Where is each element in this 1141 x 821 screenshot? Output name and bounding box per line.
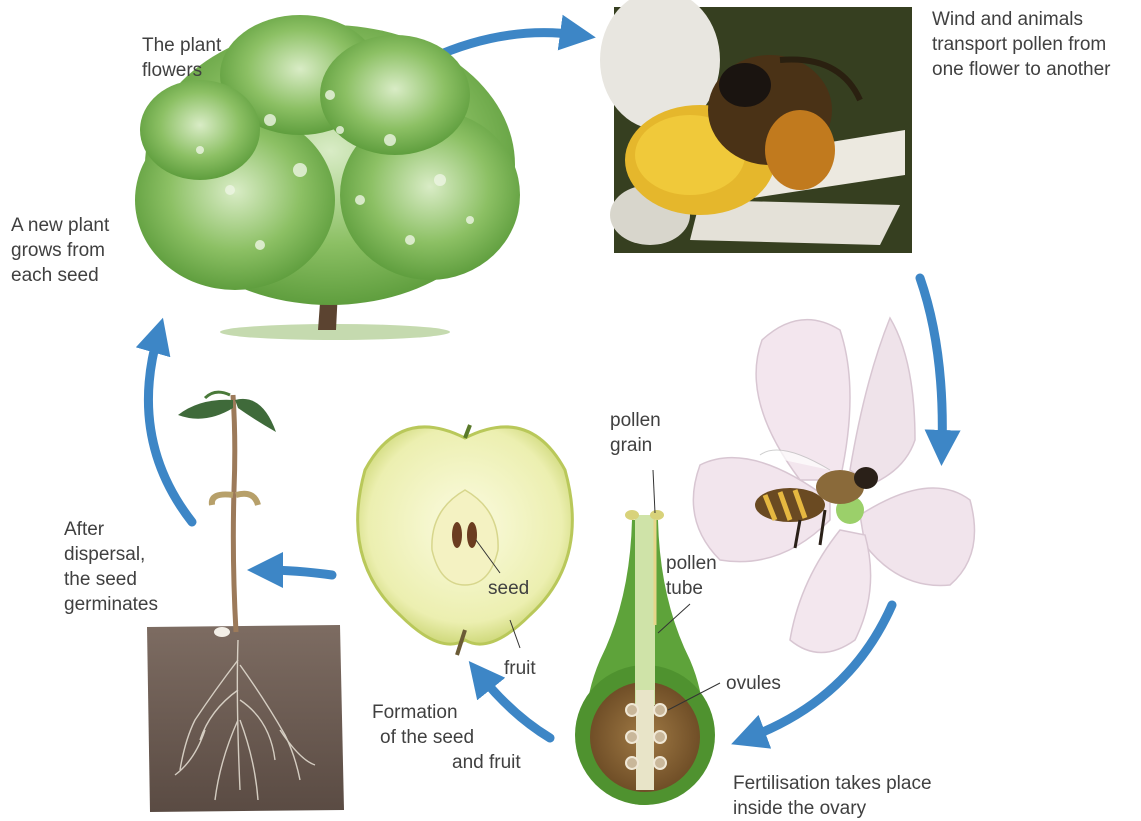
- label-plant-flowers-line2: flowers: [142, 58, 221, 83]
- callout-ovules-text: ovules: [726, 671, 781, 696]
- label-germination-line1: After: [64, 517, 158, 542]
- callout-ovules: ovules: [726, 671, 781, 696]
- label-new-plant: A new plant grows from each seed: [11, 213, 109, 288]
- callout-pollen-tube-line1: pollen: [666, 551, 717, 576]
- label-formation-line3: and fruit: [372, 750, 521, 775]
- callout-seed: seed: [488, 576, 529, 601]
- label-fertilisation: Fertilisation takes place inside the ova…: [733, 771, 932, 821]
- label-germination-line3: the seed: [64, 567, 158, 592]
- label-new-plant-line3: each seed: [11, 263, 109, 288]
- label-formation-line2: of the seed: [372, 725, 521, 750]
- arrow-seedling-to-tree: [148, 335, 192, 522]
- label-pollination: Wind and animals transport pollen from o…: [932, 7, 1111, 82]
- callout-pollen-grain: pollen grain: [610, 408, 661, 458]
- arrow-apple-to-seedling: [265, 570, 332, 575]
- callout-fruit-text: fruit: [504, 656, 536, 681]
- label-germination-line2: dispersal,: [64, 542, 158, 567]
- callout-seed-text: seed: [488, 576, 529, 601]
- callout-fruit: fruit: [504, 656, 536, 681]
- label-plant-flowers: The plant flowers: [142, 33, 221, 83]
- callout-pollen-tube: pollen tube: [666, 551, 717, 601]
- callout-pollen-grain-line2: grain: [610, 433, 661, 458]
- arrow-bee-to-flower: [920, 278, 942, 448]
- label-formation: Formation of the seed and fruit: [372, 700, 521, 775]
- label-fertilisation-line2: inside the ovary: [733, 796, 932, 821]
- bee-on-flower-icon: [600, 0, 912, 253]
- label-plant-flowers-line1: The plant: [142, 33, 221, 58]
- apple-half-icon: [358, 425, 573, 655]
- callout-pollen-tube-line2: tube: [666, 576, 717, 601]
- label-new-plant-line1: A new plant: [11, 213, 109, 238]
- label-pollination-line3: one flower to another: [932, 57, 1111, 82]
- bee-on-blossom-icon: [693, 318, 974, 653]
- seedling-icon: [147, 392, 344, 812]
- label-germination: After dispersal, the seed germinates: [64, 517, 158, 617]
- label-formation-line1: Formation: [372, 700, 521, 725]
- label-germination-line4: germinates: [64, 592, 158, 617]
- label-pollination-line2: transport pollen from: [932, 32, 1111, 57]
- label-new-plant-line2: grows from: [11, 238, 109, 263]
- label-fertilisation-line1: Fertilisation takes place: [733, 771, 932, 796]
- label-pollination-line1: Wind and animals: [932, 7, 1111, 32]
- callout-pollen-grain-line1: pollen: [610, 408, 661, 433]
- arrow-tree-to-bee: [432, 33, 578, 58]
